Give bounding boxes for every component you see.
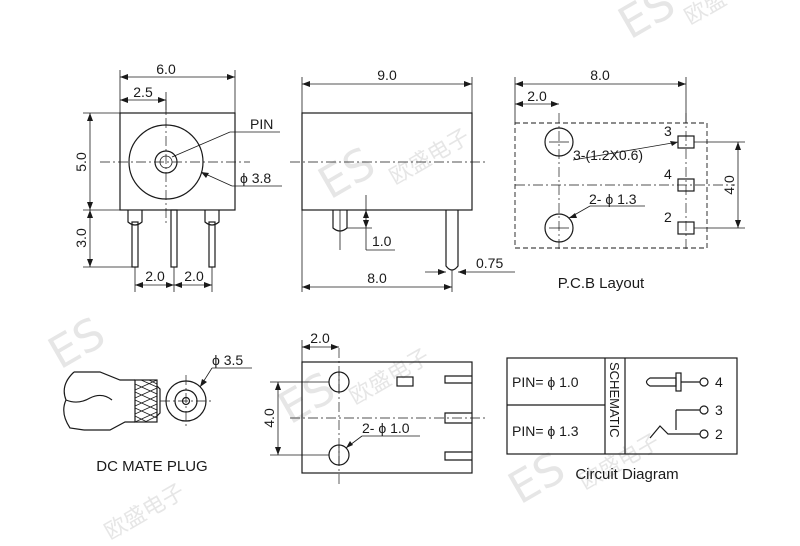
side-pin-long — [445, 210, 459, 271]
pcb-hole-top — [544, 127, 574, 157]
symbol-pin3-number: 3 — [715, 402, 723, 418]
dim-front-width: 6.0 — [156, 61, 176, 77]
dim-front-pitch-left: 2.0 — [145, 268, 165, 284]
dim-pcb-width: 8.0 — [590, 67, 610, 83]
bottom-pin-top — [444, 375, 472, 384]
watermark-latin-1: ES — [310, 137, 384, 209]
symbol-pin-flange — [675, 372, 682, 392]
caption-dc-mate-plug: DC MATE PLUG — [96, 458, 207, 475]
pcb-layout: 3 4 2 8.0 2.0 4.0 3-(1.2X0.6) 2- ϕ 1.3 P… — [514, 67, 745, 292]
dim-front-pin-length: 3.0 — [73, 228, 89, 248]
symbol-pin4-number: 4 — [715, 374, 723, 390]
symbol-pin2-terminal — [699, 429, 709, 439]
front-pin-center — [170, 209, 178, 268]
dim-side-length: 9.0 — [377, 67, 397, 83]
dim-bottom-height: 4.0 — [261, 408, 277, 428]
pcb-slot-4-number: 4 — [664, 166, 672, 182]
bottom-view: 2.0 4.0 2- ϕ 1.0 — [261, 330, 485, 485]
pcb-hole-bottom — [544, 213, 574, 243]
leader-plug-dia-arrow — [200, 379, 207, 387]
plug-knurl-hatch — [134, 379, 158, 423]
pcb-slot-3-number: 3 — [664, 123, 672, 139]
leader-slot-arrow — [670, 141, 678, 146]
front-pin-bump-left — [127, 210, 143, 226]
watermark-latin-3: ES — [40, 307, 114, 379]
circuit-frame — [506, 357, 738, 455]
plug-body-bottom — [84, 421, 135, 431]
bottom-pin-bottom — [444, 451, 472, 461]
dim-front-height: 5.0 — [73, 152, 89, 172]
plug-body-top — [74, 371, 135, 381]
leader-bottom-hole-arrow — [346, 441, 353, 448]
dim-arrows — [275, 382, 281, 455]
caption-pcb-layout: P.C.B Layout — [558, 275, 645, 292]
bottom-slot — [396, 376, 414, 387]
circuit-diagram: PIN= ϕ 1.0 PIN= ϕ 1.3 SCHEMATIC 4 3 2 Ci… — [506, 357, 738, 483]
symbol-center-pin — [645, 377, 677, 387]
dim-arrows — [135, 282, 212, 288]
circuit-row-1: PIN= ϕ 1.0 — [512, 374, 579, 390]
watermark-cjk-5: 欧盛电子 — [576, 430, 665, 496]
symbol-pin2-contact — [649, 425, 700, 439]
plug-cable — [63, 371, 85, 431]
dim-front-pitch-right: 2.0 — [184, 268, 204, 284]
bottom-body — [301, 361, 473, 474]
leader-pin — [171, 131, 231, 158]
label-plug-dia: ϕ 3.5 — [212, 352, 243, 368]
dim-side-pin-offset: 1.0 — [372, 233, 392, 249]
dim-arrows — [302, 344, 339, 350]
front-view: 6.0 2.5 5.0 3.0 2.0 2.0 PIN ϕ 3.8 — [73, 61, 282, 292]
circuit-side-label: SCHEMATIC — [607, 362, 622, 438]
dim-front-offset: 2.5 — [133, 84, 153, 100]
watermark-cjk-1: 欧盛电子 — [386, 125, 475, 191]
symbol-pin4-terminal — [699, 377, 709, 387]
watermark-cjk-2: 欧盛电子 — [681, 0, 770, 30]
dim-arrows — [438, 269, 466, 275]
label-pin: PIN — [250, 116, 273, 132]
pcb-slot-2-number: 2 — [664, 209, 672, 225]
plug-cable-split — [65, 394, 113, 403]
front-pin-bump-right — [204, 210, 220, 226]
label-bottom-hole: 2- ϕ 1.0 — [362, 420, 410, 436]
dim-side-pin-pos: 8.0 — [367, 270, 387, 286]
plug-knurl — [134, 379, 158, 423]
bottom-pin-mid — [444, 412, 472, 424]
side-view: 9.0 1.0 8.0 0.75 — [290, 67, 515, 292]
watermark-cjk-6: 欧盛电子 — [101, 480, 190, 546]
watermark-cjk-4: 欧盛电子 — [346, 345, 435, 411]
symbol-pin3-terminal — [699, 405, 709, 415]
leader-hole-arrow — [569, 213, 577, 218]
front-pin-left — [131, 221, 139, 268]
dc-mate-plug: ϕ 3.5 DC MATE PLUG — [63, 352, 252, 475]
watermark-latin-4: ES — [270, 362, 344, 434]
dim-side-pin-thickness: 0.75 — [476, 255, 503, 271]
watermark-latin-2: ES — [610, 0, 684, 50]
symbol-pin2-number: 2 — [715, 426, 723, 442]
dim-pcb-offset: 2.0 — [527, 88, 547, 104]
pcb-slot-4 — [677, 178, 695, 192]
dim-pcb-height: 4.0 — [721, 175, 737, 195]
label-pcb-hole: 2- ϕ 1.3 — [589, 191, 637, 207]
caption-circuit-diagram: Circuit Diagram — [575, 466, 678, 483]
watermark-latin-5: ES — [500, 442, 574, 514]
leader-slot — [572, 141, 679, 161]
dim-bottom-offset: 2.0 — [310, 330, 330, 346]
dim-arrows — [363, 210, 369, 228]
label-pcb-slot: 3-(1.2X0.6) — [573, 147, 643, 163]
label-bore: ϕ 3.8 — [240, 170, 271, 186]
circuit-row-2: PIN= ϕ 1.3 — [512, 423, 579, 439]
leader-bore-arrow — [201, 172, 209, 178]
side-body — [301, 112, 473, 211]
front-pin-right — [208, 221, 216, 268]
pcb-outline — [514, 122, 708, 249]
